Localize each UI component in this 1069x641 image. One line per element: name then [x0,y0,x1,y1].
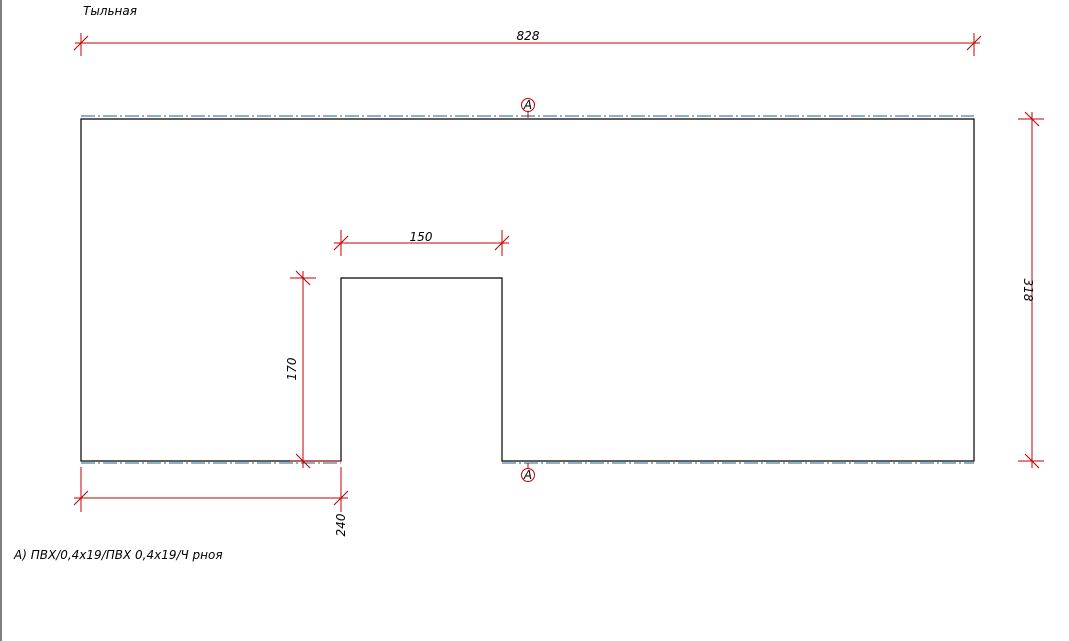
dimension-overall-height: 318 [1018,111,1044,469]
edge-marker-bottom-label: A [523,468,532,482]
dimension-overall-width: 828 [73,29,982,56]
dimension-cutout-width: 150 [333,230,510,256]
edge-marker-top: A [521,98,535,118]
side-label: Тыльная [83,4,137,18]
panel-outline [80,118,975,462]
dimension-cutout-offset: 240 [73,467,349,536]
dimension-cutout-depth-label: 170 [285,357,299,380]
edge-banding-note: A) ПВХ/0,4x19/ПВХ 0,4x19/Ч рноя [13,548,223,562]
edge-marker-bottom: A [521,463,535,482]
edge-marker-top-label: A [523,98,532,112]
dimension-overall-width-label: 828 [517,29,540,43]
dimension-cutout-offset-label: 240 [334,513,348,536]
dimension-overall-height-label: 318 [1021,279,1035,302]
dimension-cutout-width-label: 150 [410,230,433,244]
dimension-cutout-depth: 170 [285,270,341,469]
